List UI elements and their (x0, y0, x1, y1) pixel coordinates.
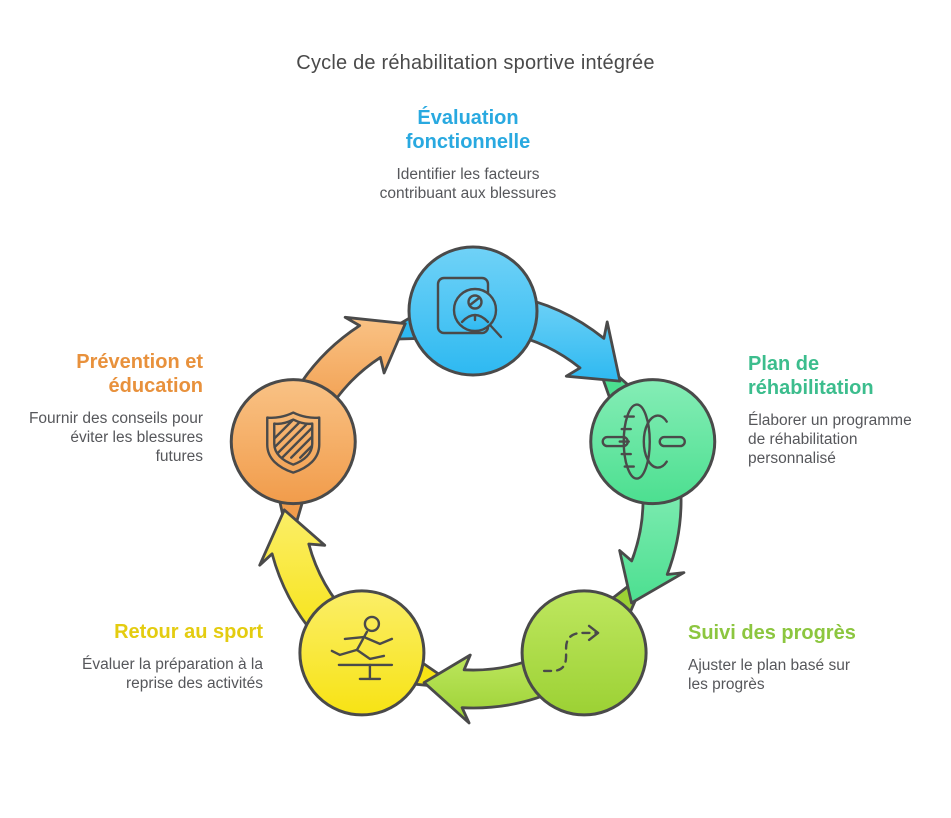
node-description: Identifier les facteurs contribuant aux … (379, 166, 557, 202)
text-block-suivi: Suivi des progrès Ajuster le plan basé s… (688, 621, 918, 694)
node-heading: Évaluation (417, 107, 519, 129)
node-heading: Suivi des progrès (688, 622, 856, 644)
node-heading: éducation (108, 375, 203, 397)
node-description: Fournir des conseils pour éviter les ble… (28, 410, 203, 465)
node-heading: Plan de (748, 353, 820, 375)
progress-path-icon (542, 624, 600, 673)
node-circle-plan-de-rehabilitation (589, 378, 717, 506)
exercise-wheel-icon (601, 403, 686, 480)
node-description: Ajuster le plan basé sur les progrès (688, 657, 850, 693)
node-description: Élaborer un programme de réhabilitation … (748, 412, 912, 467)
node-circle-prevention-et-education (229, 378, 357, 506)
text-block-retour: Retour au sport Évaluer la préparation à… (43, 620, 263, 693)
node-description: Évaluer la préparation à la reprise des … (82, 656, 263, 692)
text-block-prevention: Prévention et éducation Fournir des cons… (13, 350, 203, 466)
person-search-icon (436, 276, 503, 339)
node-heading: Prévention et (76, 351, 203, 373)
node-circle-suivi-des-progres (520, 589, 648, 717)
page-title: Cycle de réhabilitation sportive intégré… (296, 52, 655, 74)
node-heading: fonctionnelle (405, 131, 531, 153)
node-heading: réhabilitation (748, 377, 874, 399)
text-block-evaluation: Évaluation fonctionnelle Identifier les … (338, 106, 598, 203)
node-heading: Retour au sport (114, 621, 263, 643)
text-block-plan: Plan de réhabilitation Élaborer un progr… (748, 352, 948, 468)
hurdler-icon (330, 615, 394, 681)
